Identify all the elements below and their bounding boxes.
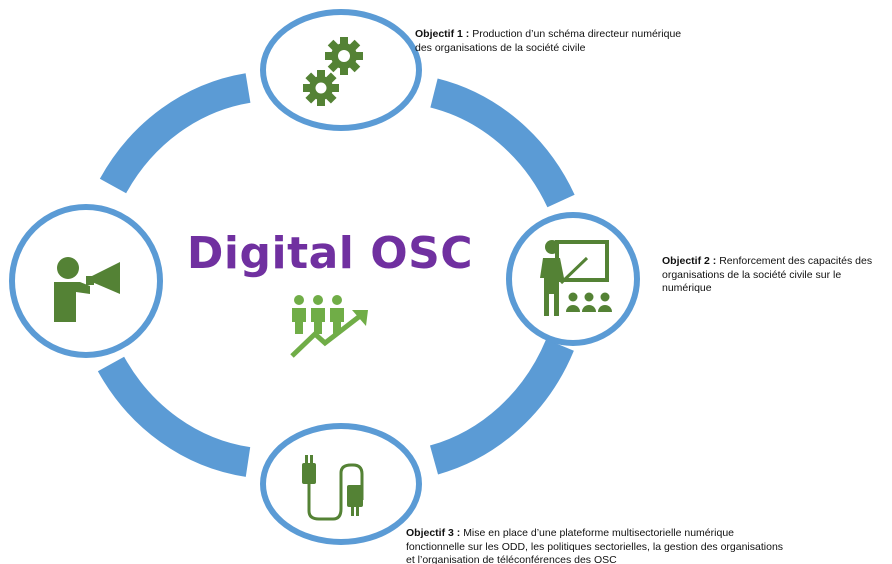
cycle-ring: [97, 73, 575, 477]
diagram-title: Digital OSC: [186, 228, 474, 279]
objective-1-label: Objectif 1 :: [415, 28, 470, 40]
arc-top-right: [430, 78, 575, 208]
objective-3-text: Objectif 3 : Mise en place d’une platefo…: [406, 527, 786, 564]
objective-1-text: Objectif 1 : Production d’un schéma dire…: [415, 28, 695, 55]
objective-2-description: Renforcement des capacités des organisat…: [662, 255, 873, 294]
objective-1-description: Production d’un schéma directeur numériq…: [415, 28, 682, 54]
objective-3-description: Mise en place d’une plateforme multisect…: [406, 527, 784, 564]
objective-2-text: Objectif 2 : Renforcement des capacités …: [662, 255, 890, 296]
objective-2-label: Objectif 2 :: [662, 255, 717, 267]
teacher-presentation-icon: [540, 240, 612, 316]
arc-bottom-left: [97, 356, 251, 477]
gears-icon: [303, 37, 363, 106]
megaphone-person-icon: [54, 257, 120, 322]
objective-3-label: Objectif 3 :: [406, 527, 461, 539]
cables-plugs-icon: [302, 455, 364, 521]
people-growth-arrow-icon: [290, 295, 368, 358]
arc-bottom-right: [429, 339, 574, 475]
arc-top-left: [99, 73, 251, 194]
